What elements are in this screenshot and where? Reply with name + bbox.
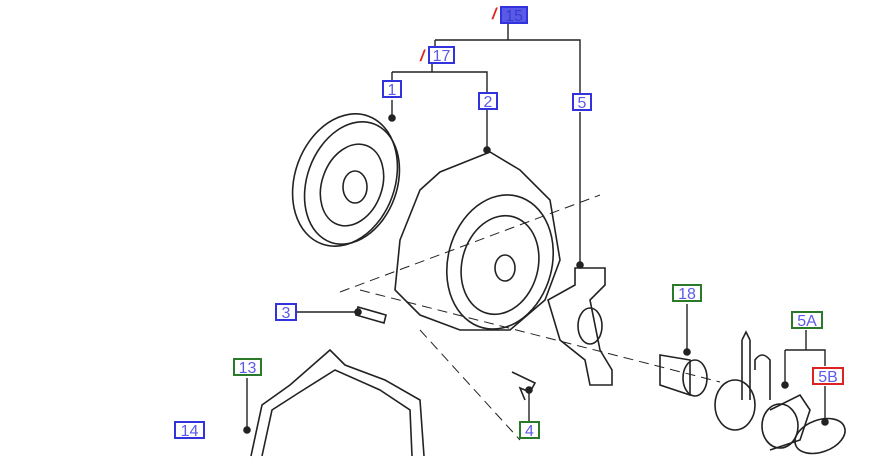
callout-1[interactable]: 1 xyxy=(382,80,402,99)
callout-4[interactable]: 4 xyxy=(519,421,540,440)
callout-18[interactable]: 18 xyxy=(672,284,702,303)
pressure-plate xyxy=(394,151,561,331)
clutch-disc xyxy=(291,113,401,247)
center-axis xyxy=(339,194,721,441)
superseded-mark-15: / xyxy=(492,6,497,23)
callout-13[interactable]: 13 xyxy=(233,358,262,377)
slave-cylinder xyxy=(714,330,811,451)
callout-15[interactable]: 15 xyxy=(500,6,528,25)
callout-5a[interactable]: 5A xyxy=(791,311,823,330)
callout-3[interactable]: 3 xyxy=(275,303,297,322)
callout-5[interactable]: 5 xyxy=(572,93,592,112)
callout-17[interactable]: 17 xyxy=(428,46,455,65)
bush xyxy=(659,354,708,397)
o-ring xyxy=(794,417,846,455)
callout-14[interactable]: 14 xyxy=(174,421,205,440)
gasket xyxy=(250,348,425,457)
bolt xyxy=(511,371,537,401)
callout-5b[interactable]: 5B xyxy=(812,367,844,386)
release-fork xyxy=(547,267,613,386)
callout-2[interactable]: 2 xyxy=(478,92,498,111)
superseded-mark-17: / xyxy=(420,48,425,65)
leader-lines xyxy=(246,24,826,430)
